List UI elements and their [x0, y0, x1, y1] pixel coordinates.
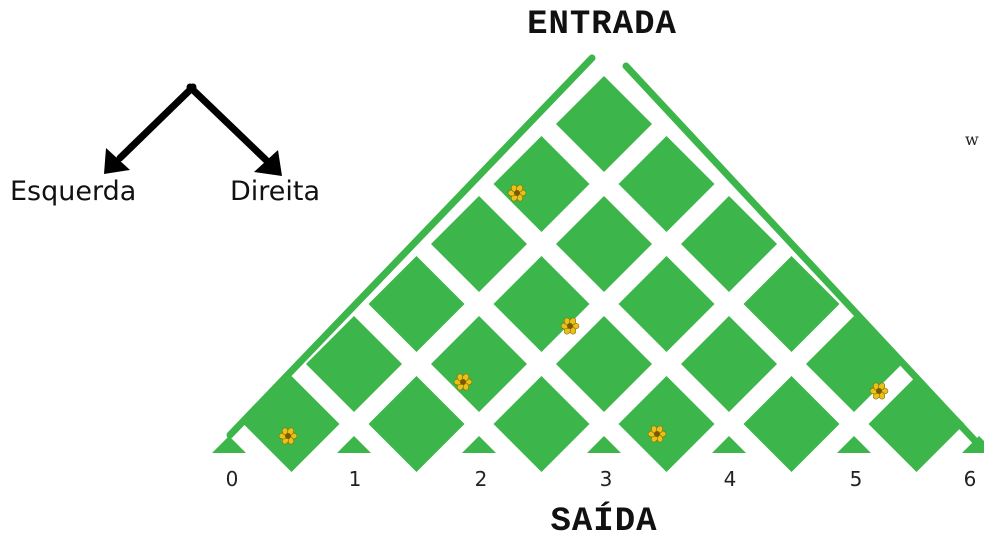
axis-tick-4: 4: [724, 467, 737, 491]
tile-diamond: [493, 136, 590, 232]
tile-diamond: [681, 196, 777, 292]
flower-icon: [278, 427, 298, 445]
flower-icon: [647, 425, 667, 443]
tile-diamond: [368, 256, 465, 352]
tile-half: [212, 436, 246, 453]
entrance-label: ENTRADA: [527, 6, 677, 44]
tile-half: [462, 436, 496, 453]
tile-diamond: [556, 76, 652, 172]
axis-tick-5: 5: [850, 467, 863, 491]
stray-text: w: [965, 130, 979, 149]
right-direction-label: Direita: [230, 176, 321, 207]
tile-diamond: [681, 316, 777, 412]
axis-tick-0: 0: [226, 467, 239, 491]
arrow-left-head: [104, 148, 130, 174]
tile-diamond: [556, 196, 652, 292]
tile-half: [837, 436, 871, 453]
tile-half: [337, 436, 371, 453]
tile-diamond: [493, 256, 590, 352]
flower-icon: [560, 317, 580, 335]
tile-diamond: [368, 376, 465, 472]
arrow-right-icon: [186, 83, 270, 164]
axis-tick-2: 2: [475, 467, 488, 491]
tile-diamond: [243, 376, 340, 472]
left-direction-label: Esquerda: [10, 176, 137, 207]
flower-icon: [453, 373, 473, 391]
axis-tick-3: 3: [600, 467, 613, 491]
tile-diamond: [868, 376, 965, 472]
axis-tick-1: 1: [349, 467, 362, 491]
left-rail: [226, 54, 596, 439]
arrow-right-head: [254, 150, 282, 176]
tile-diamond: [806, 316, 902, 412]
flower-icon: [869, 382, 889, 400]
tile-diamond: [431, 316, 527, 412]
tile-diamond: [556, 316, 652, 412]
tile-diamond: [743, 256, 840, 352]
tile-diamond: [618, 136, 715, 232]
arrow-left-icon: [116, 83, 197, 162]
tile-diamond: [743, 376, 840, 472]
tile-diamond: [618, 376, 715, 472]
tile-diamond: [306, 316, 402, 412]
tile-half: [587, 436, 621, 453]
flower-markers: [278, 184, 889, 445]
direction-arrows: [104, 83, 282, 176]
tile-diamond: [493, 376, 590, 472]
axis-tick-6: 6: [964, 467, 977, 491]
tile-diamond: [618, 256, 715, 352]
tile-diamond: [431, 196, 527, 292]
tile-half: [962, 436, 984, 453]
exit-label: SAÍDA: [550, 503, 658, 541]
flower-icon: [507, 184, 527, 202]
tile-grid: [212, 76, 984, 472]
tile-half: [712, 436, 746, 453]
axis-ticks: 0 1 2 3 4 5 6: [226, 467, 977, 491]
